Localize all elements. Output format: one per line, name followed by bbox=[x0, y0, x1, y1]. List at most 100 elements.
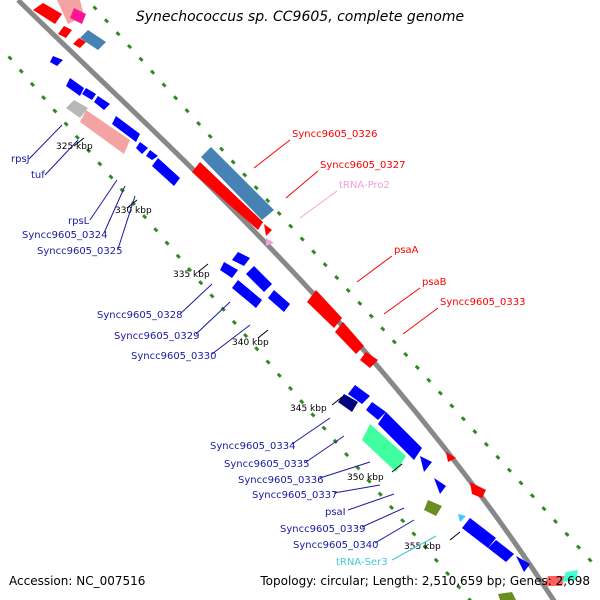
gc-dot bbox=[52, 108, 58, 114]
gc-dot bbox=[377, 491, 383, 497]
gc-dot bbox=[41, 95, 47, 101]
tick-mark bbox=[331, 396, 343, 406]
feature-block bbox=[246, 266, 272, 292]
gc-dot bbox=[414, 364, 420, 371]
label-connectors bbox=[28, 124, 439, 561]
gc-dot bbox=[321, 425, 327, 431]
gc-dot bbox=[97, 161, 103, 167]
gc-dot bbox=[126, 43, 133, 50]
feature-block bbox=[378, 412, 422, 460]
gc-dot bbox=[108, 174, 114, 180]
label-connector bbox=[44, 139, 79, 176]
gc-dot bbox=[74, 134, 80, 140]
gc-dot bbox=[518, 480, 524, 486]
tick-label: 330 kbp bbox=[115, 206, 152, 216]
gc-dot bbox=[173, 95, 179, 101]
gc-dot bbox=[265, 359, 271, 365]
gc-dot bbox=[220, 306, 226, 312]
feature-block bbox=[82, 88, 96, 100]
gene-label-left: Syncc9605_0336 bbox=[238, 475, 324, 486]
feature-block bbox=[462, 518, 496, 548]
gc-dot bbox=[175, 253, 181, 259]
gc-dot bbox=[115, 31, 121, 37]
label-connector bbox=[319, 461, 371, 479]
feature-block bbox=[544, 576, 566, 586]
gene-label-left: Syncc9605_0328 bbox=[97, 310, 183, 321]
gc-dot bbox=[400, 518, 406, 524]
gc-dot bbox=[403, 352, 409, 358]
gc-dot bbox=[460, 416, 466, 422]
genome-title: Synechococcus sp. CC9605, complete genom… bbox=[135, 9, 465, 25]
gene-label-left: psaI bbox=[325, 507, 346, 518]
gc-dot bbox=[368, 313, 374, 319]
gc-dot bbox=[310, 412, 316, 418]
tick-mark bbox=[197, 263, 209, 273]
gc-dot bbox=[437, 390, 443, 396]
feature-block bbox=[266, 238, 274, 246]
feature-block bbox=[33, 3, 62, 24]
forward-strand-features bbox=[33, 0, 486, 498]
gene-label-right: tRNA-Pro2 bbox=[339, 180, 390, 191]
feature-block bbox=[201, 147, 274, 220]
genome-summary: Topology: circular; Length: 2,510,659 bp… bbox=[260, 574, 590, 588]
gc-dot bbox=[153, 227, 159, 233]
label-connector bbox=[305, 435, 345, 463]
label-connector bbox=[28, 124, 63, 160]
gc-dot bbox=[265, 197, 271, 204]
tick-label: 335 kbp bbox=[173, 270, 210, 280]
feature-block bbox=[192, 162, 263, 230]
feature-block bbox=[232, 280, 262, 308]
gene-label-left: Syncc9605_0324 bbox=[22, 230, 108, 241]
feature-block bbox=[434, 478, 446, 494]
label-connector bbox=[179, 283, 213, 315]
gc-dot bbox=[541, 506, 547, 512]
feature-block bbox=[112, 116, 140, 142]
gc-dot bbox=[161, 82, 167, 88]
gc-dot bbox=[366, 478, 372, 484]
tick-mark bbox=[257, 329, 269, 339]
tick-mark bbox=[391, 463, 403, 473]
gc-dot bbox=[276, 210, 282, 216]
gc-dot bbox=[456, 584, 462, 590]
gc-dot bbox=[207, 133, 213, 139]
gc-dot bbox=[388, 504, 395, 511]
gc-dot bbox=[483, 441, 489, 448]
label-connector bbox=[347, 493, 395, 511]
feature-block bbox=[562, 570, 578, 582]
tick-label: 350 kbp bbox=[347, 473, 384, 483]
feature-block bbox=[94, 96, 110, 110]
feature-block bbox=[516, 556, 530, 572]
label-connector bbox=[391, 535, 437, 561]
gc-dot bbox=[209, 293, 215, 299]
feature-block bbox=[152, 158, 180, 186]
gc-dot bbox=[138, 56, 144, 62]
feature-block bbox=[232, 252, 250, 266]
gc-dot bbox=[92, 5, 98, 11]
feature-block bbox=[366, 402, 386, 420]
label-connector bbox=[333, 484, 381, 494]
gc-dot bbox=[357, 300, 363, 306]
label-connector bbox=[383, 287, 421, 315]
gene-label-left: rpsJ bbox=[11, 154, 30, 165]
gc-dot bbox=[552, 518, 559, 525]
gc-dot bbox=[142, 214, 148, 220]
feature-block bbox=[498, 592, 516, 600]
gene-label-left: Syncc9605_0334 bbox=[210, 441, 296, 452]
tick-mark bbox=[449, 531, 461, 541]
gc-dot bbox=[411, 531, 417, 537]
label-connector bbox=[89, 179, 118, 221]
gene-label-left: Syncc9605_0335 bbox=[224, 459, 310, 470]
gc-dot bbox=[445, 571, 451, 577]
gene-label-left: tuf bbox=[31, 170, 45, 181]
gc-dot bbox=[164, 240, 170, 246]
gc-dot bbox=[231, 319, 237, 325]
tick-mark bbox=[73, 137, 85, 147]
gc-dot bbox=[198, 280, 204, 286]
gc-dot bbox=[345, 287, 351, 293]
gene-label-left: Syncc9605_0340 bbox=[293, 540, 379, 551]
gc-dot bbox=[355, 465, 361, 471]
feature-block bbox=[335, 322, 364, 354]
feature-block bbox=[424, 500, 442, 516]
label-connector bbox=[253, 139, 291, 169]
